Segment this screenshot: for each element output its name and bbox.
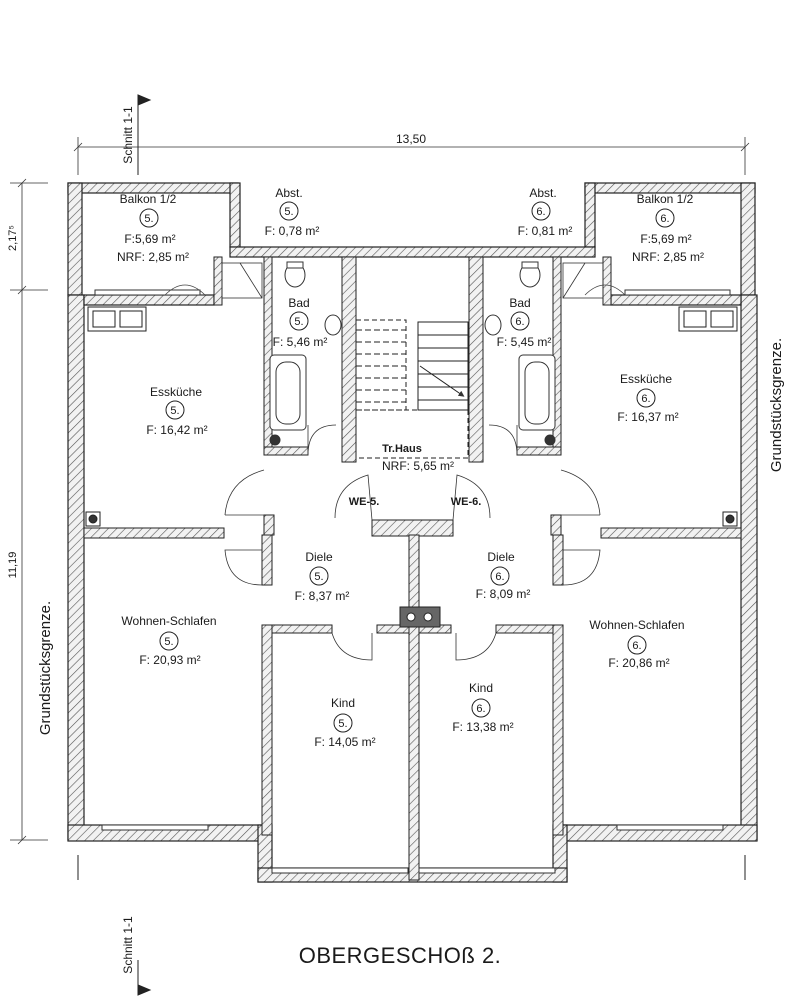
abst-5-name: Abst.: [275, 186, 302, 200]
stairwell-area: NRF: 5,65 m²: [382, 459, 454, 473]
balkon-6-area: F:5,69 m²: [640, 232, 691, 246]
dimension-lines: [10, 137, 750, 845]
bad-6-num: 6.: [515, 316, 524, 328]
bad-5-name: Bad: [288, 296, 309, 310]
sink-icon: [484, 314, 502, 336]
diele-5-area: F: 8,37 m²: [295, 589, 350, 603]
diele-6-name: Diele: [487, 550, 515, 564]
kitchen-sink-left: [87, 306, 147, 332]
diele-6-num: 6.: [495, 571, 504, 583]
dim-main: 11,19: [7, 552, 19, 579]
floor-title: OBERGESCHOß 2.: [299, 943, 502, 968]
esskueche-6-num: 6.: [641, 393, 650, 405]
esskueche-5-area: F: 16,42 m²: [146, 423, 207, 437]
windows: [94, 289, 731, 874]
stairwell-name: Tr.Haus: [382, 443, 422, 455]
kind-6-name: Kind: [469, 681, 493, 695]
abst-rooms: [221, 262, 604, 299]
door-swings: [224, 424, 601, 661]
wohnen-5-area: F: 20,93 m²: [139, 653, 200, 667]
kind-5-area: F: 14,05 m²: [314, 735, 375, 749]
door-we-5: WE-5.: [349, 496, 380, 508]
dim-width: 13,50: [396, 132, 426, 146]
kind-5-name: Kind: [331, 696, 355, 710]
wohnen-5-name: Wohnen-Schlafen: [121, 614, 216, 628]
bad-5-area: F: 5,46 m²: [273, 335, 328, 349]
property-line-right: Grundstücksgrenze.: [768, 338, 785, 472]
esskueche-6-name: Essküche: [620, 372, 672, 386]
door-we-6: WE-6.: [451, 496, 482, 508]
wohnen-5-num: 5.: [164, 636, 173, 648]
bad-6-area: F: 5,45 m²: [497, 335, 552, 349]
section-label-top: Schnitt 1-1: [121, 106, 135, 164]
vent-shafts: [85, 511, 738, 628]
balkon-5-name: Balkon 1/2: [120, 192, 177, 206]
section-marker-lines: [77, 94, 746, 996]
abst-5-num: 5.: [284, 206, 293, 218]
balkon-5-area: F:5,69 m²: [124, 232, 175, 246]
interior-walls: [83, 256, 742, 881]
unit-5-labels: Balkon 1/2 5. F:5,69 m² NRF: 2,85 m² Abs…: [117, 186, 376, 749]
esskueche-6-area: F: 16,37 m²: [617, 410, 678, 424]
bad-6-name: Bad: [509, 296, 530, 310]
dim-upper: 2,17⁵: [7, 225, 19, 251]
abst-6-num: 6.: [536, 206, 545, 218]
bathroom-fixtures-left: [269, 261, 342, 446]
balkon-6-nrf: NRF: 2,85 m²: [632, 250, 704, 264]
diele-5-name: Diele: [305, 550, 333, 564]
labels: 13,50 2,17⁵ 11,19 Schnitt 1-1 Schnitt 1-…: [7, 106, 785, 974]
wohnen-6-name: Wohnen-Schlafen: [589, 618, 684, 632]
diele-6-area: F: 8,09 m²: [476, 587, 531, 601]
balkon-5-num: 5.: [144, 213, 153, 225]
bad-5-num: 5.: [294, 316, 303, 328]
balcony-doors: [164, 284, 626, 296]
esskueche-5-num: 5.: [170, 405, 179, 417]
section-label-bottom: Schnitt 1-1: [121, 916, 135, 974]
kind-5-num: 5.: [338, 718, 347, 730]
sink-icon: [324, 314, 342, 336]
abst-6-area: F: 0,81 m²: [518, 224, 573, 238]
stairs: [355, 319, 469, 459]
esskueche-5-name: Essküche: [150, 385, 202, 399]
property-line-left: Grundstücksgrenze.: [37, 601, 54, 735]
kind-6-area: F: 13,38 m²: [452, 720, 513, 734]
diele-5-num: 5.: [314, 571, 323, 583]
balkon-5-nrf: NRF: 2,85 m²: [117, 250, 189, 264]
unit-6-labels: Balkon 1/2 6. F:5,69 m² NRF: 2,85 m² Abs…: [452, 186, 704, 734]
kitchen-sink-right: [678, 306, 738, 332]
kind-6-num: 6.: [476, 703, 485, 715]
balkon-6-num: 6.: [660, 213, 669, 225]
wohnen-6-area: F: 20,86 m²: [608, 656, 669, 670]
wohnen-6-num: 6.: [632, 640, 641, 652]
bathroom-fixtures-right: [484, 261, 556, 446]
abst-5-area: F: 0,78 m²: [265, 224, 320, 238]
abst-6-name: Abst.: [529, 186, 556, 200]
balkon-6-name: Balkon 1/2: [637, 192, 694, 206]
